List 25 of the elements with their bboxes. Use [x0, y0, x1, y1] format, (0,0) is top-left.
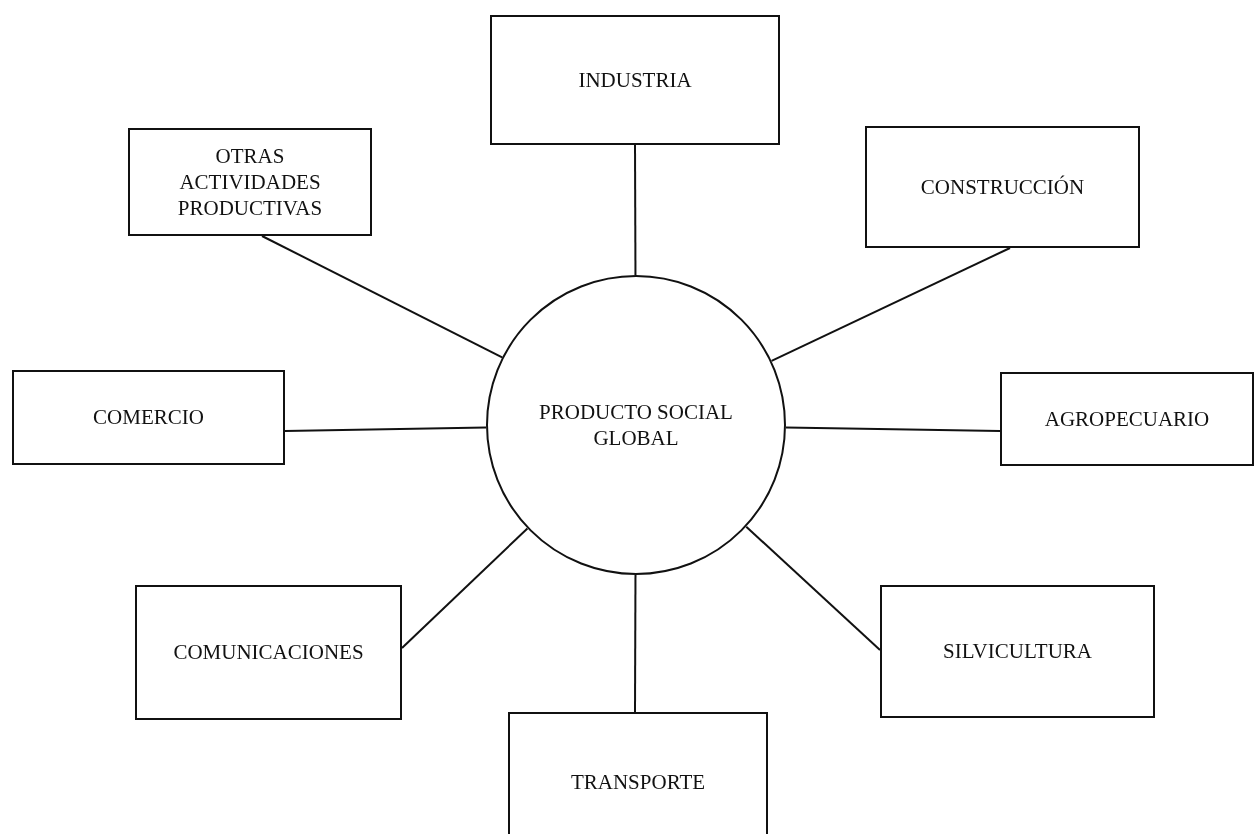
connector-line: [785, 426, 1001, 432]
node-label: SILVICULTURA: [943, 638, 1092, 665]
node-label: INDUSTRIA: [578, 66, 692, 94]
sector-box: [880, 585, 1155, 718]
node-label: AGROPECUARIO: [1044, 405, 1210, 433]
sector-box: [128, 128, 372, 236]
connector-line: [634, 574, 637, 713]
node-label: CONSTRUCCIÓN: [920, 173, 1085, 201]
connector-line: [401, 527, 529, 649]
node-label: COMERCIO: [93, 404, 204, 431]
node-label: OTRAS ACTIVIDADES PRODUCTIVAS: [176, 142, 324, 222]
connector-line: [261, 235, 504, 359]
sector-box: [1000, 372, 1254, 466]
connector-line: [284, 426, 487, 432]
sector-box: [490, 15, 780, 145]
sector-box: [865, 126, 1140, 248]
sector-box: [135, 585, 402, 720]
connector-line: [634, 144, 637, 276]
node-label: PRODUCTO SOCIAL GLOBAL: [538, 398, 734, 452]
node-label: COMUNICACIONES: [173, 639, 364, 666]
node-label: TRANSPORTE: [570, 768, 706, 796]
sector-box: [508, 712, 768, 834]
connector-line: [745, 525, 881, 651]
connector-line: [770, 247, 1011, 362]
sector-box: [12, 370, 285, 465]
